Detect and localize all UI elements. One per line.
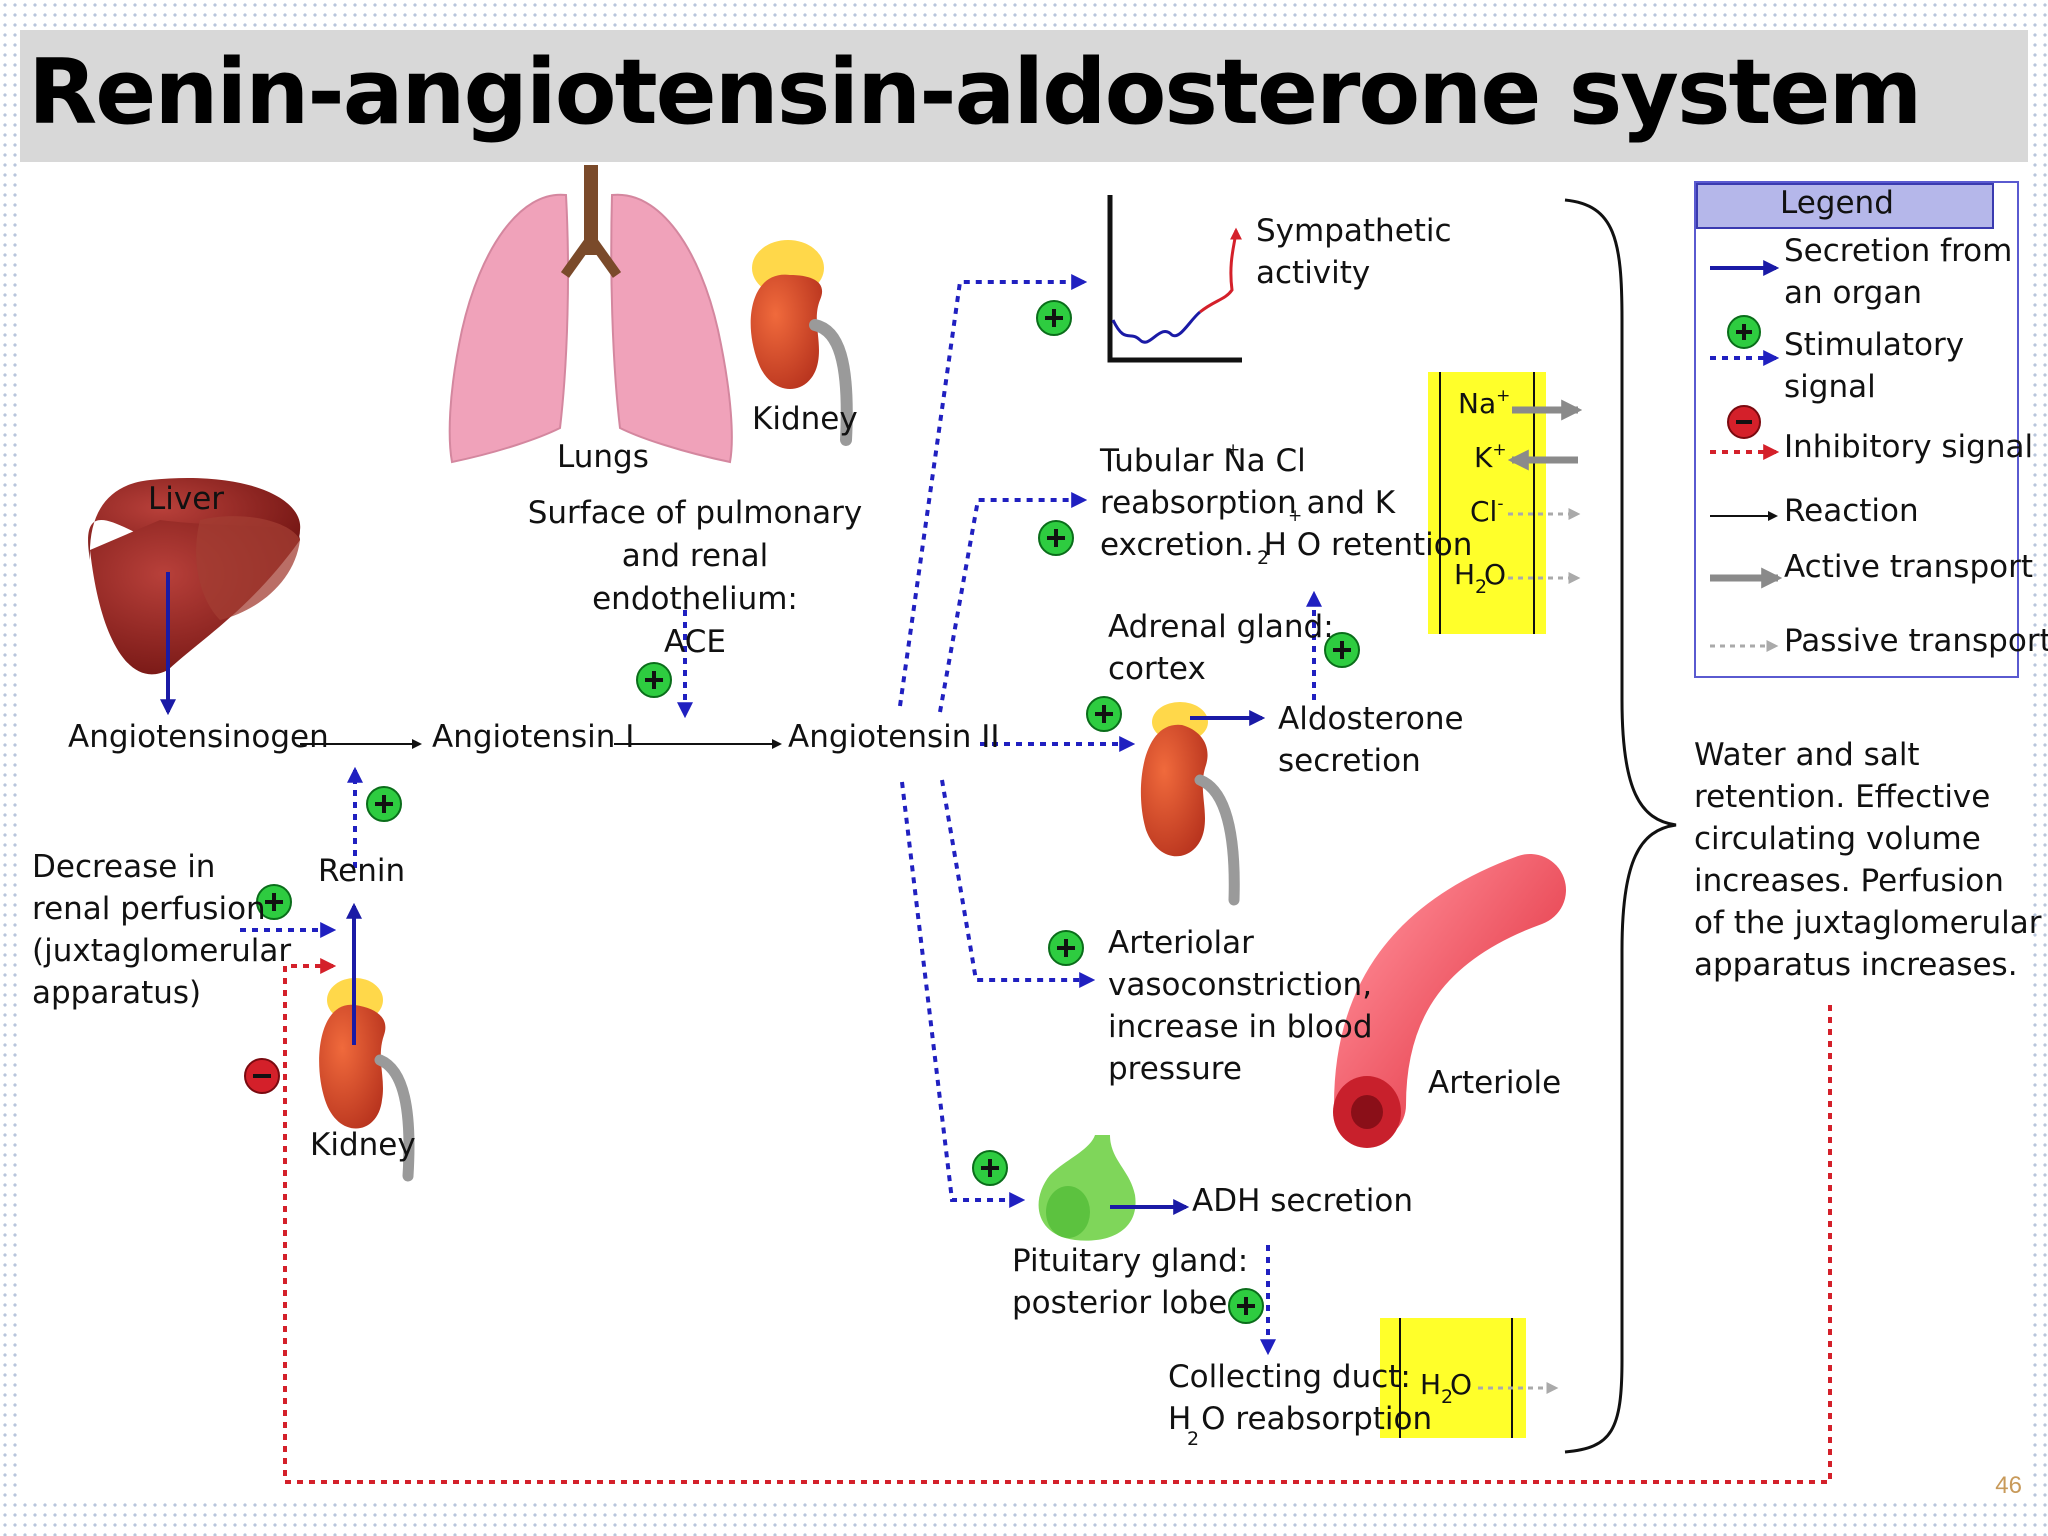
angiotensin-2-label: Angiotensin II [788, 719, 1000, 755]
arteriolar-label: Arteriolar vasoconstriction, increase in… [1108, 925, 1373, 1087]
collecting-ion-h2o: H O [1420, 1368, 1472, 1401]
legend-secretion: Secretion from an organ [1784, 233, 2013, 311]
pituitary-label: Pituitary gland: posterior lobe [1012, 1243, 1249, 1321]
ion-h2o-sub: 2 [1475, 576, 1488, 598]
legend-stimulatory: Stimulatory signal [1784, 327, 1965, 405]
angiotensin-1-label: Angiotensin I [432, 719, 635, 755]
tubular-cl-minus: - [1290, 440, 1297, 460]
ion-k: K+ [1474, 440, 1507, 474]
title-bar [20, 30, 2028, 162]
tubular-label: Tubular Na Cl reabsorption and K excreti… [1100, 443, 1473, 563]
pituitary-illustration [1038, 1135, 1136, 1241]
kidney-top-illustration [750, 240, 853, 446]
lungs-illustration [448, 165, 733, 464]
lungs-label: Lungs [557, 439, 649, 475]
arteriole-illustration [1333, 854, 1566, 1148]
ion-na: Na+ [1458, 386, 1511, 420]
legend-box [1694, 181, 2019, 678]
tubular-h2o-sub: 2 [1257, 547, 1270, 569]
ion-cl: Cl- [1470, 494, 1504, 528]
tubular-na-plus: + [1226, 440, 1241, 460]
stimulatory-badges [256, 300, 1360, 1324]
arteriole-label: Arteriole [1428, 1065, 1562, 1101]
kidney-adrenal-illustration [1140, 702, 1240, 906]
adh-label: ADH secretion [1192, 1183, 1414, 1219]
summary-brace [1564, 198, 1677, 1454]
slide-title: Renin-angiotensin-aldosterone system [28, 40, 1922, 145]
adrenal-label: Adrenal gland: cortex [1108, 609, 1334, 687]
page-number: 46 [1995, 1472, 2022, 1499]
legend-reaction: Reaction [1784, 493, 1919, 529]
legend-passive: Passive transport [1784, 623, 2048, 659]
tubular-membrane [1428, 372, 1583, 634]
outcome-text: Water and salt retention. Effective circ… [1694, 737, 2042, 983]
liver-illustration [88, 478, 301, 675]
sympathetic-label: Sympathetic activity [1256, 213, 1452, 291]
stimulatory-signals [240, 274, 1322, 1356]
stimulus-label: Decrease in renal perfusion (juxtaglomer… [32, 849, 292, 1011]
inhibitory-feedback [283, 958, 1832, 1484]
liver-label: Liver [148, 481, 225, 517]
ace-label: Surface of pulmonary and renal endotheli… [527, 495, 863, 660]
sympathetic-graph [1107, 195, 1242, 363]
inhibitory-badge [244, 1058, 280, 1094]
legend-title: Legend [1780, 185, 1894, 221]
kidney-top-label: Kidney [752, 401, 858, 437]
collecting-membrane [1380, 1318, 1559, 1438]
angiotensinogen-label: Angiotensinogen [68, 719, 329, 755]
collecting-h2o-sub: 2 [1187, 1428, 1200, 1450]
ion-h2o: H O [1454, 558, 1506, 591]
aldosterone-label: Aldosterone secretion [1278, 701, 1464, 779]
kidney-bottom-label: Kidney [310, 1127, 416, 1163]
legend-active: Active transport [1784, 549, 2033, 585]
tubular-k-plus: + [1288, 506, 1303, 526]
legend-inhibitory: Inhibitory signal [1784, 429, 2034, 465]
collecting-label: Collecting duct: H O reabsorption [1168, 1359, 1433, 1437]
renin-label: Renin [318, 853, 406, 889]
collecting-ion-h2o-sub: 2 [1441, 1386, 1454, 1408]
